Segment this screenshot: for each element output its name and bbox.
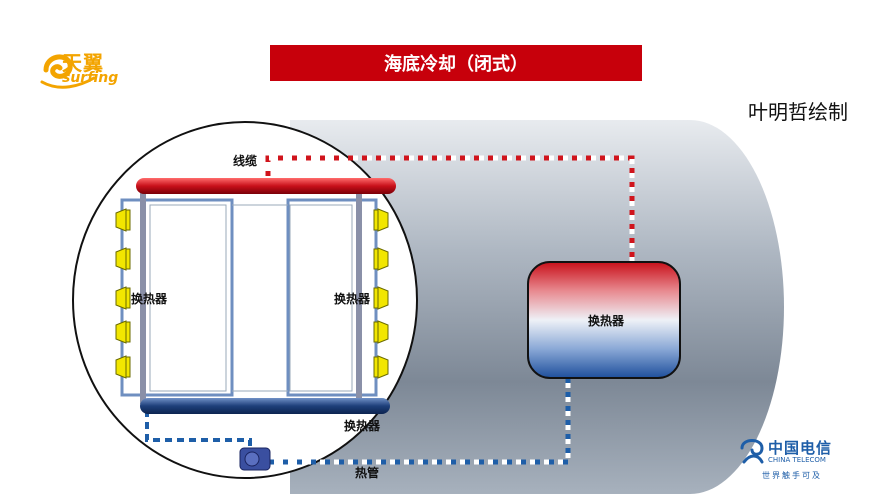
fan-icon [115,208,127,232]
hx-bottom-label: 换热器 [344,419,381,433]
fan-icon [377,286,389,310]
fan-icon [115,320,127,344]
author-credit: 叶明哲绘制 [748,100,848,124]
pump-icon [239,447,271,471]
cold-line [268,378,571,465]
fan-icon [377,247,389,271]
fan-icon [115,286,127,310]
hx-right-label: 换热器 [334,292,371,306]
fan-icon [377,320,389,344]
brand-right-cn: 中国电信 [768,439,833,457]
cold-header-pipe [140,398,390,414]
hx-left-label: 换热器 [131,292,168,306]
fan-icon [377,355,389,379]
brand-left-cn: 天翼 [62,51,104,75]
fan-icon [377,208,389,232]
brand-right-en: CHINA TELECOM [768,456,826,464]
brand-right-slogan: 世界触手可及 [762,471,822,480]
external-heat-exchanger [527,261,681,379]
tianyi-logo-icon [40,54,96,89]
hot-header-pipe [136,178,396,194]
fan-icon [115,355,127,379]
cable-label: 线缆 [233,154,258,168]
china-telecom-logo-icon [740,439,764,464]
hx-external-label: 换热器 [588,314,625,328]
page-title: 海底冷却（闭式） [270,45,642,81]
fan-icon [115,247,127,271]
brand-left-en: surfing [62,70,119,86]
pipe-label: 热管 [355,466,380,480]
